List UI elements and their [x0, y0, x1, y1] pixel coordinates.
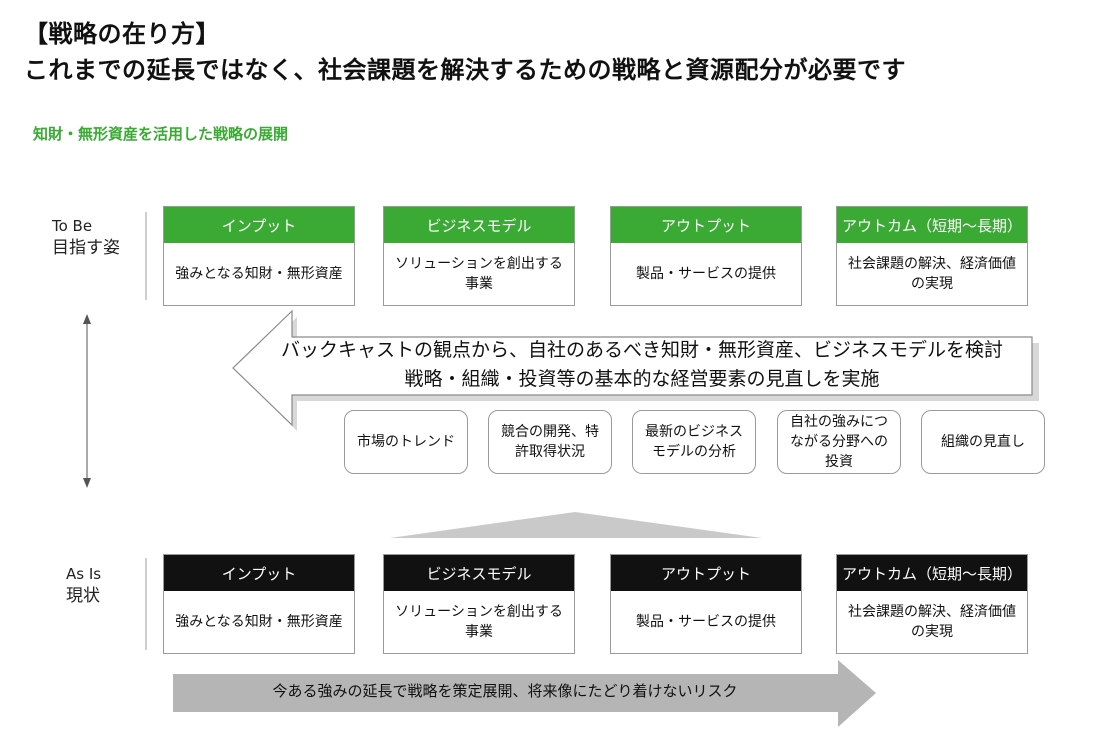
backcast-line-2: 戦略・組織・投資等の基本的な経営要素の見直しを実施 [404, 368, 880, 390]
factor-pill: 自社の強みにつながる分野への投資 [777, 410, 901, 474]
asis-box-business-model: ビジネスモデル ソリューションを創出する事業 [383, 554, 575, 654]
tobe-label-ja: 目指す姿 [52, 238, 120, 258]
backcast-text: バックキャストの観点から、自社のあるべき知財・無形資産、ビジネスモデルを検討 戦… [262, 336, 1022, 394]
tobe-box-output: アウトプット 製品・サービスの提供 [610, 206, 802, 306]
asis-box-output: アウトプット 製品・サービスの提供 [610, 554, 802, 654]
arrow-down-head [83, 478, 91, 488]
asis-box-body: ソリューションを創出する事業 [395, 604, 563, 640]
factor-pill: 組織の見直し [921, 410, 1045, 474]
tobe-box-body: 社会課題の解決、経済価値の実現 [848, 256, 1016, 292]
factor-pill: 市場のトレンド [344, 410, 468, 474]
tobe-box-header: アウトカム（短期～長期） [837, 207, 1027, 243]
asis-divider [145, 558, 147, 650]
tobe-box-header: インプット [164, 207, 354, 243]
tobe-box-body: 製品・サービスの提供 [636, 266, 776, 282]
arrow-up-head [83, 314, 91, 324]
tobe-box-header: ビジネスモデル [384, 207, 574, 243]
asis-box-header: ビジネスモデル [384, 555, 574, 591]
tobe-divider [145, 212, 147, 300]
asis-box-body: 強みとなる知財・無形資産 [175, 614, 343, 630]
risk-arrow [173, 660, 876, 727]
factor-pill: 最新のビジネスモデルの分析 [632, 410, 756, 474]
page-title: これまでの延長ではなく、社会課題を解決するための戦略と資源配分が必要です [24, 56, 906, 84]
tobe-box-business-model: ビジネスモデル ソリューションを創出する事業 [383, 206, 575, 306]
factor-pill: 競合の開発、特許取得状況 [488, 410, 612, 474]
tobe-box-outcome: アウトカム（短期～長期） 社会課題の解決、経済価値の実現 [836, 206, 1028, 306]
asis-box-input: インプット 強みとなる知財・無形資産 [163, 554, 355, 654]
asis-box-body: 社会課題の解決、経済価値の実現 [848, 604, 1016, 640]
asis-label-en: As Is [66, 565, 102, 583]
tobe-box-body: ソリューションを創出する事業 [395, 256, 563, 292]
asis-box-header: インプット [164, 555, 354, 591]
asis-box-outcome: アウトカム（短期～長期） 社会課題の解決、経済価値の実現 [836, 554, 1028, 654]
asis-box-header: アウトプット [611, 555, 801, 591]
asis-label-ja: 現状 [66, 586, 100, 606]
tobe-box-input: インプット 強みとなる知財・無形資産 [163, 206, 355, 306]
backcast-arrow [232, 309, 1033, 427]
tobe-label: To Be 目指す姿 [52, 215, 120, 259]
bracket-title: 【戦略の在り方】 [24, 20, 220, 48]
risk-text: 今ある強みの延長で戦略を策定展開、将来像にたどり着けないリスク [272, 682, 738, 700]
section-subtitle: 知財・無形資産を活用した戦略の展開 [33, 125, 289, 143]
tobe-box-body: 強みとなる知財・無形資産 [175, 266, 343, 282]
asis-label: As Is 現状 [66, 563, 101, 607]
tobe-box-header: アウトプット [611, 207, 801, 243]
asis-box-header: アウトカム（短期～長期） [837, 555, 1027, 591]
backcast-line-1: バックキャストの観点から、自社のあるべき知財・無形資産、ビジネスモデルを検討 [280, 339, 1003, 361]
connector-trapezoid [390, 512, 762, 538]
asis-box-body: 製品・サービスの提供 [636, 614, 776, 630]
tobe-label-en: To Be [52, 217, 93, 235]
